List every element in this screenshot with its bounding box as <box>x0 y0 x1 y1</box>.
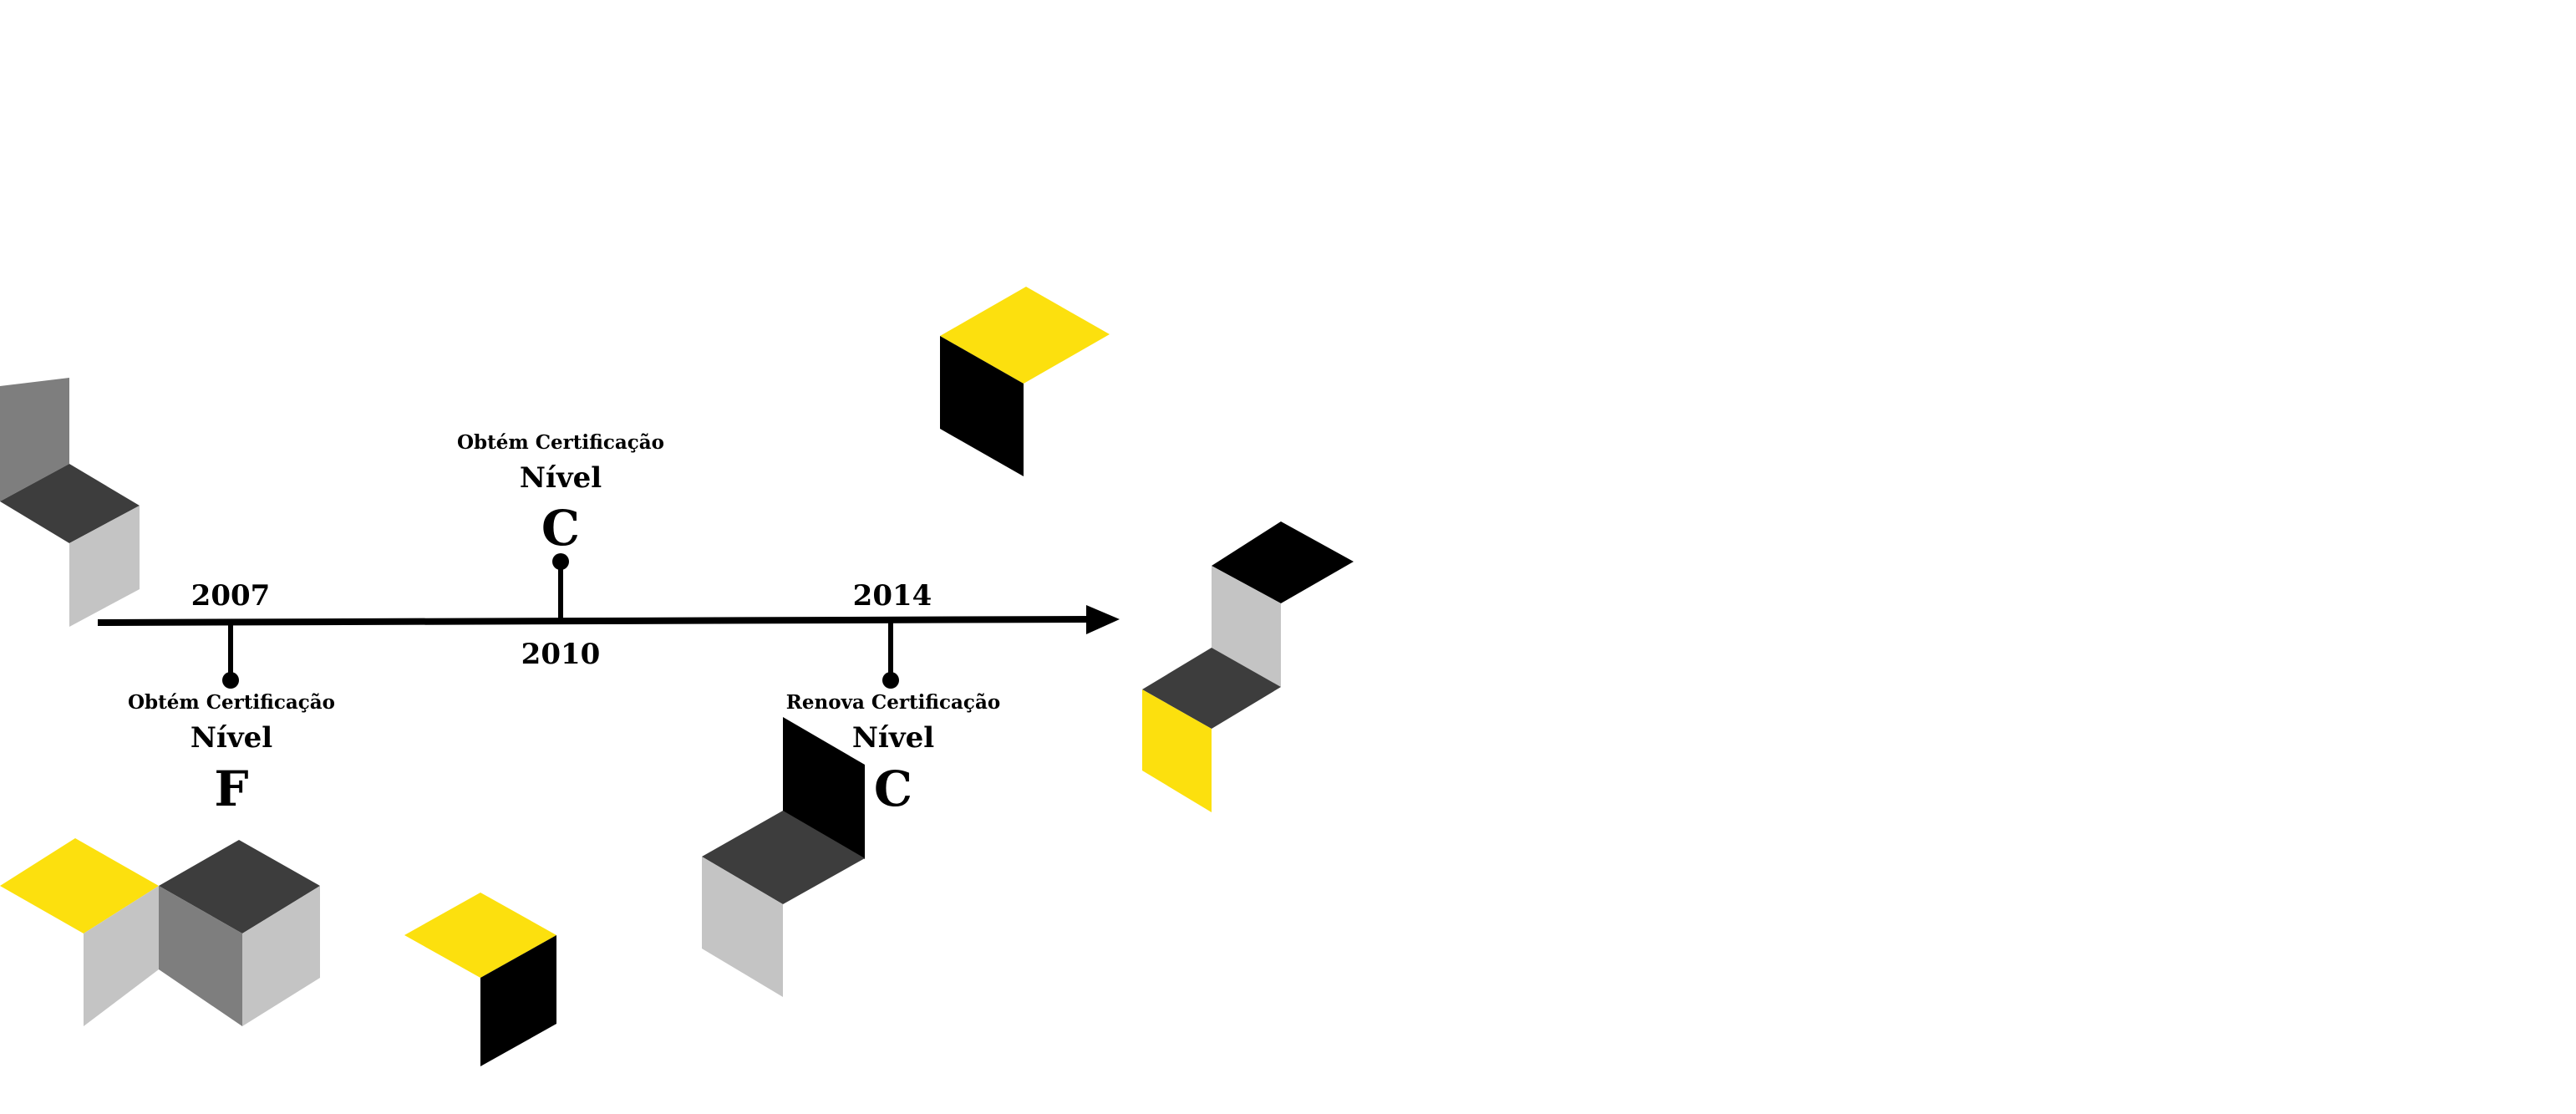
level-label-2007: Nível <box>190 721 273 755</box>
level-label-2010: Nível <box>519 461 602 495</box>
cube-face-dark <box>702 811 865 904</box>
cube-face-gray <box>159 886 242 1026</box>
cube-face-black <box>1212 521 1354 603</box>
marker-2010 <box>552 553 569 570</box>
cube-face-light <box>702 857 783 997</box>
marker-2007 <box>222 672 239 689</box>
caption-2010: Obtém Certificação <box>456 431 665 454</box>
timeline-axis <box>97 616 1095 626</box>
year-2010: 2010 <box>521 638 601 671</box>
marker-2014 <box>882 672 899 689</box>
decorative-cubes <box>0 287 1354 1066</box>
cube-face-dark <box>159 840 320 933</box>
cube-face-yellow <box>1142 689 1212 812</box>
cube-face-yellow <box>0 838 159 933</box>
level-2010: C <box>541 500 581 557</box>
cube-face-dark <box>1142 648 1281 729</box>
cube-face-dark <box>0 464 140 543</box>
cube-face-yellow <box>940 287 1110 384</box>
year-2007: 2007 <box>191 579 271 613</box>
cube-face-light <box>1212 566 1281 687</box>
timeline <box>97 553 1120 689</box>
caption-2014: Renova Certificação <box>785 691 1001 714</box>
level-2014: C <box>873 760 913 817</box>
cube-face-light <box>84 886 159 1026</box>
caption-2007: Obtém Certificação <box>127 691 336 714</box>
cube-face-light <box>242 886 320 1026</box>
year-2014: 2014 <box>852 579 932 613</box>
cube-face-black <box>940 336 1024 476</box>
level-2007: F <box>214 760 249 817</box>
level-label-2014: Nível <box>851 721 935 755</box>
timeline-arrowhead <box>1086 605 1120 634</box>
cube-face-light <box>69 506 140 627</box>
cube-face-gray <box>0 378 69 501</box>
cube-face-black <box>480 935 556 1066</box>
